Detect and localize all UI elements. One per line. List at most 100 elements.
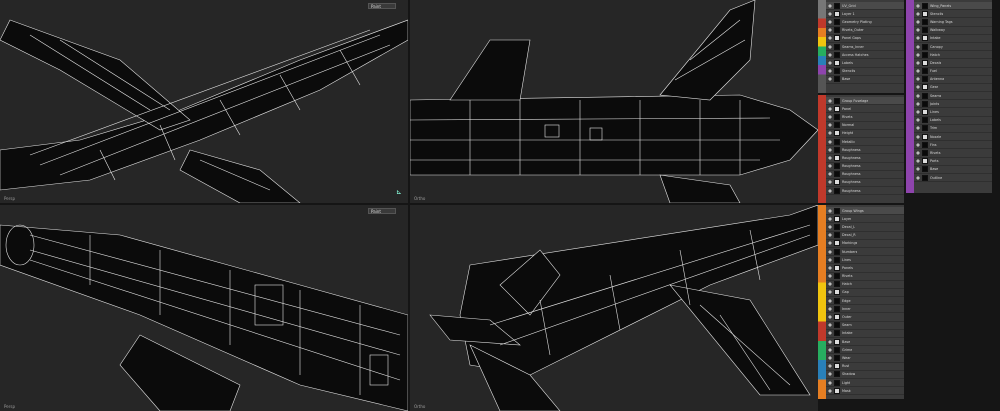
eye-icon[interactable] xyxy=(827,363,833,370)
layer-row[interactable]: Base xyxy=(914,166,992,174)
layer-row[interactable]: Height xyxy=(826,130,904,138)
eye-icon[interactable] xyxy=(915,10,921,17)
eye-icon[interactable] xyxy=(915,133,921,140)
layer-row[interactable]: Antenna xyxy=(914,76,992,84)
eye-icon[interactable] xyxy=(827,223,833,230)
layer-row[interactable]: Wing_Panels xyxy=(914,2,992,11)
eye-icon[interactable] xyxy=(827,138,833,145)
eye-icon[interactable] xyxy=(915,100,921,107)
layer-row[interactable]: Markings xyxy=(826,240,904,248)
layer-row[interactable]: Decals xyxy=(914,59,992,68)
eye-icon[interactable] xyxy=(827,256,833,263)
layer-row[interactable]: Nozzle xyxy=(914,133,992,142)
eye-icon[interactable] xyxy=(827,171,833,178)
layer-row[interactable]: Layer xyxy=(826,215,904,224)
eye-icon[interactable] xyxy=(827,187,833,194)
layer-row[interactable]: Stencils xyxy=(826,68,904,76)
eye-icon[interactable] xyxy=(827,338,833,345)
layer-row[interactable]: Wear xyxy=(826,354,904,363)
eye-icon[interactable] xyxy=(827,122,833,129)
eye-icon[interactable] xyxy=(827,387,833,394)
eye-icon[interactable] xyxy=(827,273,833,280)
eye-icon[interactable] xyxy=(827,130,833,137)
eye-icon[interactable] xyxy=(827,35,833,42)
layer-row[interactable]: Rivets xyxy=(826,113,904,122)
eye-icon[interactable] xyxy=(827,281,833,288)
layer-row[interactable]: Lines xyxy=(914,108,992,117)
layer-row[interactable]: Base xyxy=(826,338,904,347)
eye-icon[interactable] xyxy=(827,354,833,361)
layer-row[interactable]: Light xyxy=(826,379,904,388)
layer-row[interactable]: Trim xyxy=(914,125,992,133)
layer-row[interactable]: Gap xyxy=(826,289,904,298)
eye-icon[interactable] xyxy=(827,305,833,312)
eye-icon[interactable] xyxy=(915,76,921,83)
layer-row[interactable]: Hatch xyxy=(914,51,992,60)
layer-row[interactable]: Rivets xyxy=(826,273,904,281)
eye-icon[interactable] xyxy=(827,379,833,386)
layer-row[interactable]: Roughness xyxy=(826,163,904,171)
eye-icon[interactable] xyxy=(915,92,921,99)
layer-row[interactable]: Fuel xyxy=(914,68,992,76)
layer-row[interactable]: Gear xyxy=(914,84,992,93)
eye-icon[interactable] xyxy=(915,59,921,66)
layer-row[interactable]: Group Fuselage xyxy=(826,97,904,106)
layer-row[interactable]: Outer xyxy=(826,313,904,322)
eye-icon[interactable] xyxy=(827,330,833,337)
eye-icon[interactable] xyxy=(915,141,921,148)
eye-icon[interactable] xyxy=(827,179,833,186)
layer-row[interactable]: Panel Gaps xyxy=(826,35,904,43)
layer-row[interactable]: Stencils xyxy=(914,10,992,19)
eye-icon[interactable] xyxy=(827,76,833,83)
eye-icon[interactable] xyxy=(827,97,833,104)
eye-icon[interactable] xyxy=(827,346,833,353)
layer-row[interactable]: Walkway xyxy=(914,27,992,35)
eye-icon[interactable] xyxy=(915,174,921,181)
eye-icon[interactable] xyxy=(827,105,833,112)
layer-row[interactable]: Warning Tags xyxy=(914,18,992,27)
layer-row[interactable]: Joints xyxy=(914,100,992,109)
eye-icon[interactable] xyxy=(915,27,921,34)
layer-row[interactable]: Lines xyxy=(826,256,904,265)
eye-icon[interactable] xyxy=(827,264,833,271)
layer-row[interactable]: Fins xyxy=(914,141,992,150)
eye-icon[interactable] xyxy=(827,240,833,247)
layer-row[interactable]: Decal_L xyxy=(826,223,904,232)
layer-row[interactable]: UV_Grid xyxy=(826,2,904,11)
eye-icon[interactable] xyxy=(827,163,833,170)
layer-row[interactable]: Shadow xyxy=(826,371,904,379)
layer-row[interactable]: Labels xyxy=(826,59,904,68)
layer-row[interactable]: Roughness xyxy=(826,171,904,179)
layer-row[interactable]: Inner xyxy=(826,305,904,314)
eye-icon[interactable] xyxy=(915,43,921,50)
layer-row[interactable]: Roughness xyxy=(826,146,904,155)
viewport-top-left[interactable]: Paint ⊾ Persp xyxy=(0,0,408,203)
layer-row[interactable]: Intake xyxy=(914,35,992,43)
layer-row[interactable]: Rivets xyxy=(914,149,992,158)
eye-icon[interactable] xyxy=(827,43,833,50)
layer-row[interactable]: Access Hatches xyxy=(826,51,904,60)
layer-row[interactable]: Grime xyxy=(826,346,904,355)
layer-row[interactable]: Roughness xyxy=(826,179,904,188)
eye-icon[interactable] xyxy=(827,154,833,161)
eye-icon[interactable] xyxy=(827,113,833,120)
viewport-top-right[interactable]: Ortho xyxy=(410,0,818,203)
eye-icon[interactable] xyxy=(827,248,833,255)
layer-row[interactable]: Panel xyxy=(826,105,904,114)
layer-row[interactable]: Roughness xyxy=(826,154,904,163)
layer-row[interactable]: Seams_Inner xyxy=(826,43,904,52)
layer-row[interactable]: Seam xyxy=(826,322,904,330)
eye-icon[interactable] xyxy=(827,322,833,329)
eye-icon[interactable] xyxy=(827,371,833,378)
shading-dropdown[interactable]: Paint xyxy=(368,3,396,9)
layer-row[interactable]: Labels xyxy=(914,117,992,125)
eye-icon[interactable] xyxy=(827,59,833,66)
eye-icon[interactable] xyxy=(827,10,833,17)
eye-icon[interactable] xyxy=(827,297,833,304)
layer-row[interactable]: Numbers xyxy=(826,248,904,257)
shading-dropdown[interactable]: Paint xyxy=(368,208,396,214)
eye-icon[interactable] xyxy=(915,158,921,165)
eye-icon[interactable] xyxy=(915,35,921,42)
